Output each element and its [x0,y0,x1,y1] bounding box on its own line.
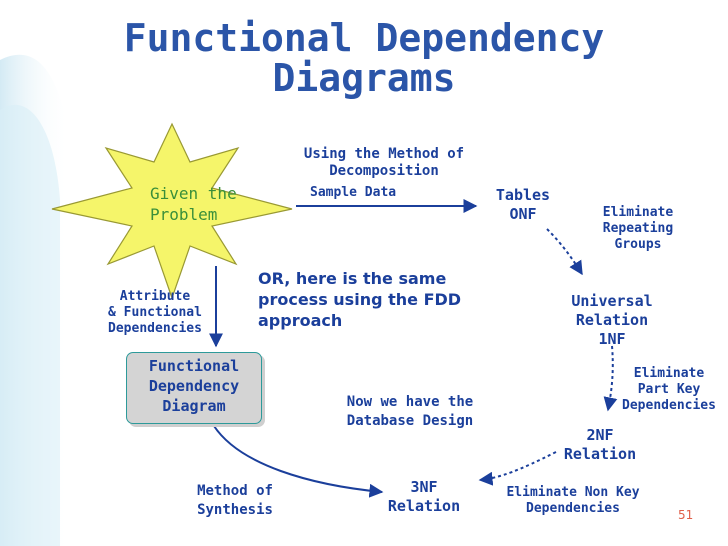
eliminate-repeating-line3: Groups [614,237,662,252]
universal-line1: Universal [571,292,653,310]
or-line2: process using the FDD [258,290,462,309]
star-text: Given the Problem [150,183,237,225]
threenf-line2: Relation [387,497,461,515]
using-method-line2: Decomposition [329,163,439,179]
eliminate-repeating-line2: Repeating [602,221,674,236]
eliminate-nonkey-label: Eliminate Non Key Dependencies [496,485,650,517]
node-fdd: Functional Dependency Diagram [126,356,262,416]
tables-line2: ONF [509,205,537,223]
fdd-line3: Diagram [162,397,226,415]
eliminate-nonkey-line2: Dependencies [526,501,620,516]
attribute-fd-label: Attribute & Functional Dependencies [98,289,212,337]
star-text-line1: Given the [150,184,237,203]
using-method-label: Using the Method of Decomposition [284,146,484,180]
attribute-line3: Dependencies [108,321,202,336]
fdd-line1: Functional [148,357,240,375]
arrow-fdd-to-3nf [213,425,384,498]
page-number: 51 [678,508,694,522]
method-synthesis-label: Method of Synthesis [176,482,294,520]
fdd-line2: Dependency [148,377,240,395]
sample-data-label: Sample Data [310,185,397,200]
eliminate-repeating-label: Eliminate Repeating Groups [588,205,688,253]
or-line1: OR, here is the same [258,269,447,288]
method-synthesis-line2: Synthesis [197,502,273,518]
or-fdd-approach-text: OR, here is the same process using the F… [258,268,461,331]
threenf-line1: 3NF [410,478,438,496]
given-problem-star [51,122,293,300]
attribute-line2: & Functional [108,305,202,320]
star-text-line2: Problem [150,205,218,224]
background-swoosh-2 [0,104,60,546]
node-3nf-relation: 3NF Relation [382,478,466,516]
tables-line1: Tables [495,186,551,204]
eliminate-repeating-line1: Eliminate [602,205,674,220]
twonf-line2: Relation [563,445,637,463]
node-tables-onf: Tables ONF [478,186,568,224]
database-design-label: Now we have the Database Design [322,393,498,431]
using-method-line1: Using the Method of [303,146,465,162]
arrow-2nf-to-3nf [478,451,557,486]
node-2nf-relation: 2NF Relation [556,426,644,464]
now-line1: Now we have the [346,394,474,410]
node-universal-relation-1nf: Universal Relation 1NF [560,292,664,349]
universal-line3: 1NF [598,330,626,348]
eliminate-partkey-line1: Eliminate [633,366,705,381]
eliminate-partkey-line2: Part Key [637,382,701,397]
page-title-line2: Diagrams [272,56,456,100]
eliminate-partkey-label: Eliminate Part Key Dependencies [612,366,726,414]
arrow-universal-to-2nf [603,345,618,412]
page-title-line1: Functional Dependency [123,16,605,60]
eliminate-partkey-line3: Dependencies [622,398,716,413]
method-synthesis-line1: Method of [197,483,273,499]
arrow-tables-to-universal [546,228,583,276]
universal-line2: Relation [575,311,649,329]
or-line3: approach [258,311,343,330]
twonf-line1: 2NF [586,426,614,444]
fdd-box [126,352,262,424]
attribute-line1: Attribute [119,289,191,304]
eliminate-nonkey-line1: Eliminate Non Key [506,485,640,500]
now-line2: Database Design [346,413,474,429]
